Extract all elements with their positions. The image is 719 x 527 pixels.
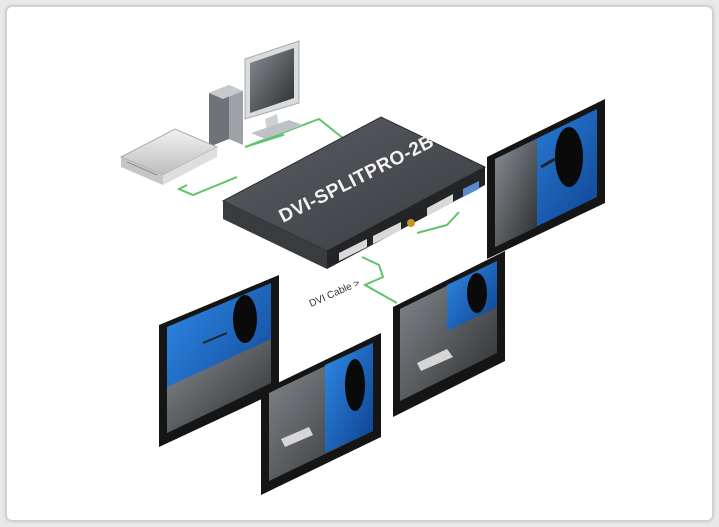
splitter-ports — [339, 181, 479, 261]
diagram-frame: DVI-SPLITPRO-2B DVI Cable > — [6, 6, 713, 521]
display-top-right — [487, 99, 605, 259]
cable-display-center — [361, 256, 398, 304]
cable-label: DVI Cable > — [308, 278, 362, 310]
display-center — [393, 251, 505, 417]
display-bottom — [261, 333, 381, 495]
pc-tower-monitor-icon — [209, 40, 303, 147]
media-player-icon — [119, 128, 219, 185]
display-left — [159, 275, 279, 447]
connection-diagram: DVI-SPLITPRO-2B DVI Cable > — [119, 40, 605, 495]
cable-display-right — [416, 211, 460, 234]
cable-player — [176, 176, 238, 197]
